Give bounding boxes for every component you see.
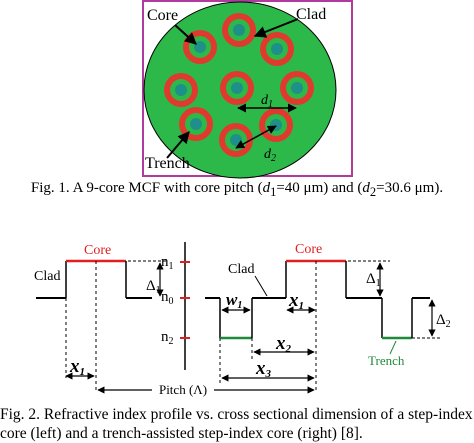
figure2-index-profiles: n1 n0 n2 Δ1 x1 Core Clad [34, 242, 451, 397]
trench-pointer-arrow [166, 131, 190, 159]
figure1-caption: Fig. 1. A 9-core MCF with core pitch (d1… [30, 180, 444, 199]
left-clad-label: Clad [34, 269, 60, 284]
pitch-label: Pitch (Λ) [159, 382, 207, 397]
right-trench-leader [389, 340, 397, 355]
left-core-label: Core [84, 243, 111, 258]
core-unit [183, 30, 217, 64]
core-unit [260, 32, 294, 66]
trench-label: Trench [145, 155, 190, 172]
core-unit [222, 13, 256, 47]
left-x1-label: x1 [69, 356, 85, 378]
n2-label: n2 [161, 329, 174, 347]
n0-label: n0 [161, 289, 174, 307]
figure2-caption-line1: Fig. 2. Refractive index profile vs. cro… [0, 406, 473, 423]
right-x1-label: x1 [288, 290, 304, 312]
right-clad-label: Clad [228, 262, 254, 277]
core-group [164, 13, 314, 157]
core-unit [164, 73, 198, 107]
core-unit [219, 123, 253, 157]
d2-label: d2 [264, 147, 276, 164]
core-dot [190, 118, 202, 130]
core-dot [291, 82, 303, 94]
core-dot [271, 43, 283, 55]
pitch-label-bg [152, 381, 214, 397]
clad-label: Clad [296, 6, 326, 23]
core-dot [270, 119, 282, 131]
right-x2-label: x2 [275, 333, 292, 355]
core-dot [194, 41, 206, 53]
core-dot [233, 24, 245, 36]
right-w1-label: w1 [226, 290, 242, 311]
core-dot [175, 84, 187, 96]
clad-pointer-arrow [253, 18, 299, 38]
n1-label: n1 [161, 254, 174, 272]
core-unit [179, 107, 213, 141]
right-delta1-label: Δ1 [366, 271, 381, 289]
figure1-mcf-cross-section: Core Clad Trench d1 d2 [142, 0, 353, 179]
trench-assisted-profile: Δ1 Δ2 w1 x1 x2 x3 Core Clad Trench [205, 242, 451, 392]
step-index-profile: Δ1 x1 Core Clad [34, 243, 168, 392]
right-trench-label: Trench [368, 353, 405, 368]
core-unit [220, 71, 254, 105]
d1-label: d1 [261, 93, 273, 110]
right-clad-leader [254, 275, 268, 297]
d2-dimension-arrow [235, 125, 277, 149]
core-dot [231, 82, 243, 94]
core-dot [230, 134, 242, 146]
left-delta1-label: Δ1 [146, 278, 161, 296]
core-unit [280, 71, 314, 105]
core-unit [259, 108, 293, 142]
right-delta2-label: Δ2 [436, 312, 451, 330]
figure2-caption-line2: core (left) and a trench-assisted step-i… [0, 425, 363, 442]
right-x3-label: x3 [255, 358, 272, 380]
right-core-label: Core [295, 242, 322, 257]
core-label: Core [147, 7, 178, 24]
core-pointer-arrow [174, 24, 197, 45]
